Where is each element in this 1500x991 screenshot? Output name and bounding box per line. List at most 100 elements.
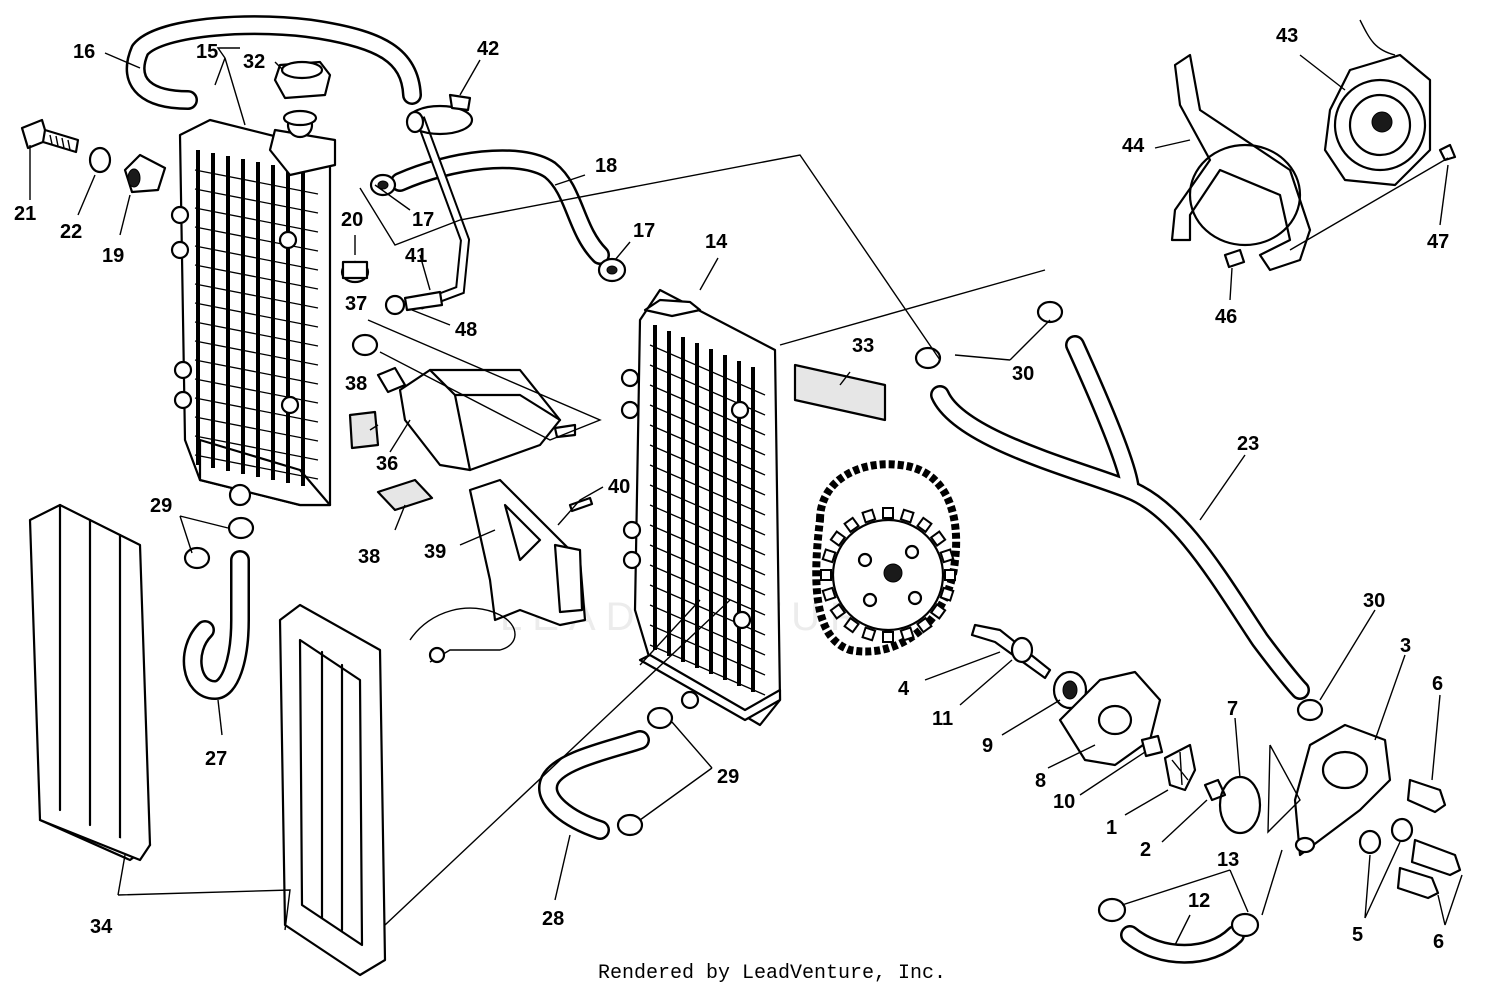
callout-2: 2 — [1140, 839, 1151, 861]
grommet-20 — [340, 260, 370, 284]
hose-18 — [390, 149, 610, 265]
bolt-46 — [1223, 248, 1246, 269]
callout-7: 7 — [1227, 698, 1238, 720]
overflow-hose-16 — [125, 15, 422, 110]
pad-38-upper — [348, 410, 380, 450]
callout-47: 47 — [1427, 231, 1449, 253]
washer-5-b — [1358, 829, 1382, 855]
callout-17-lower: 17 — [633, 220, 655, 242]
bolt-6-lower — [1396, 866, 1440, 900]
nut-47 — [1438, 143, 1457, 162]
callout-22: 22 — [60, 221, 82, 243]
grommet-19 — [123, 153, 167, 194]
callout-23: 23 — [1237, 433, 1259, 455]
callout-19: 19 — [102, 245, 124, 267]
frame-outline — [409, 607, 516, 664]
washer-22 — [88, 146, 112, 174]
callout-17-upper: 17 — [412, 209, 434, 231]
louver-right — [278, 603, 387, 977]
callout-29-upper: 29 — [150, 495, 172, 517]
callout-34: 34 — [90, 916, 113, 938]
seal-10 — [1140, 734, 1164, 758]
washer-5-a — [1390, 817, 1414, 843]
callout-30-lower: 30 — [1363, 590, 1385, 612]
callout-20: 20 — [341, 209, 363, 231]
footer-credit: Rendered by LeadVenture, Inc. — [598, 962, 946, 985]
pump-cover-8 — [1058, 670, 1162, 767]
clamp-13-b — [1230, 912, 1260, 938]
callout-33: 33 — [852, 335, 874, 357]
clamp-17-upper — [369, 173, 397, 197]
callout-46: 46 — [1215, 306, 1237, 328]
callout-5: 5 — [1352, 924, 1363, 946]
fitting-48 — [384, 290, 444, 316]
foam-33 — [793, 363, 887, 422]
bolt-6-upper — [1406, 778, 1447, 814]
callout-37: 37 — [345, 293, 367, 315]
sprocket — [820, 507, 956, 643]
callout-27: 27 — [205, 748, 227, 770]
clamp-30-a — [914, 346, 942, 370]
bolt-6-mid — [1410, 838, 1462, 877]
leader-lines — [29, 47, 1463, 946]
callout-30-upper: 30 — [1012, 363, 1034, 385]
clamp-29-upper — [227, 516, 255, 540]
oring-7 — [1218, 775, 1262, 835]
callout-39: 39 — [424, 541, 446, 563]
seal-11 — [1010, 636, 1034, 664]
callout-3: 3 — [1400, 635, 1411, 657]
hose-12 — [1120, 925, 1245, 964]
callout-12: 12 — [1188, 890, 1210, 912]
callout-18: 18 — [595, 155, 617, 177]
callout-42: 42 — [477, 38, 499, 60]
clamp-29-lower-a — [646, 706, 674, 730]
bearing-9 — [1052, 670, 1088, 710]
callout-6-lower: 6 — [1433, 931, 1444, 953]
callout-6-upper: 6 — [1432, 673, 1443, 695]
pump-housing-3 — [1293, 723, 1392, 857]
impeller-1 — [1163, 743, 1197, 792]
callout-38-upper: 38 — [345, 373, 367, 395]
clamp-29-mid — [183, 546, 211, 570]
bolt-21 — [20, 118, 80, 154]
louver-left — [28, 503, 152, 862]
pad-38-lower — [376, 478, 434, 512]
callout-38-lower: 38 — [358, 546, 380, 568]
clamp-30-b — [1036, 300, 1064, 324]
callout-16: 16 — [73, 41, 95, 63]
callout-43: 43 — [1276, 25, 1298, 47]
callout-1: 1 — [1106, 817, 1117, 839]
callout-14: 14 — [705, 231, 728, 253]
callout-36: 36 — [376, 453, 398, 475]
callout-29-lower: 29 — [717, 766, 739, 788]
clamp-30-c — [1296, 698, 1324, 722]
callout-44: 44 — [1122, 135, 1145, 157]
callout-48: 48 — [455, 319, 477, 341]
clamp-42 — [405, 93, 474, 136]
callout-28: 28 — [542, 908, 564, 930]
callout-21: 21 — [14, 203, 36, 225]
callout-32: 32 — [243, 51, 265, 73]
callout-40: 40 — [608, 476, 630, 498]
hose-27 — [182, 550, 250, 700]
callout-13: 13 — [1217, 849, 1239, 871]
callout-15: 15 — [196, 41, 218, 63]
callout-9: 9 — [982, 735, 993, 757]
bracket-39 — [468, 478, 587, 627]
clamp-17-lower — [597, 257, 627, 283]
callout-labels: 16 15 32 42 21 22 19 17 18 20 41 17 14 3… — [14, 25, 1449, 953]
expansion-tank-36 — [376, 366, 577, 472]
cap-37 — [351, 333, 379, 357]
callout-41: 41 — [405, 245, 427, 267]
fan-bracket-44 — [1170, 53, 1312, 272]
hose-23 — [930, 335, 1310, 700]
callout-10: 10 — [1053, 791, 1075, 813]
nut-2 — [1203, 778, 1227, 802]
callout-4: 4 — [898, 678, 910, 700]
callout-11: 11 — [932, 708, 953, 730]
hose-28 — [538, 730, 650, 840]
callout-8: 8 — [1035, 770, 1046, 792]
left-radiator — [170, 109, 337, 507]
clamp-13-a — [1097, 897, 1127, 923]
